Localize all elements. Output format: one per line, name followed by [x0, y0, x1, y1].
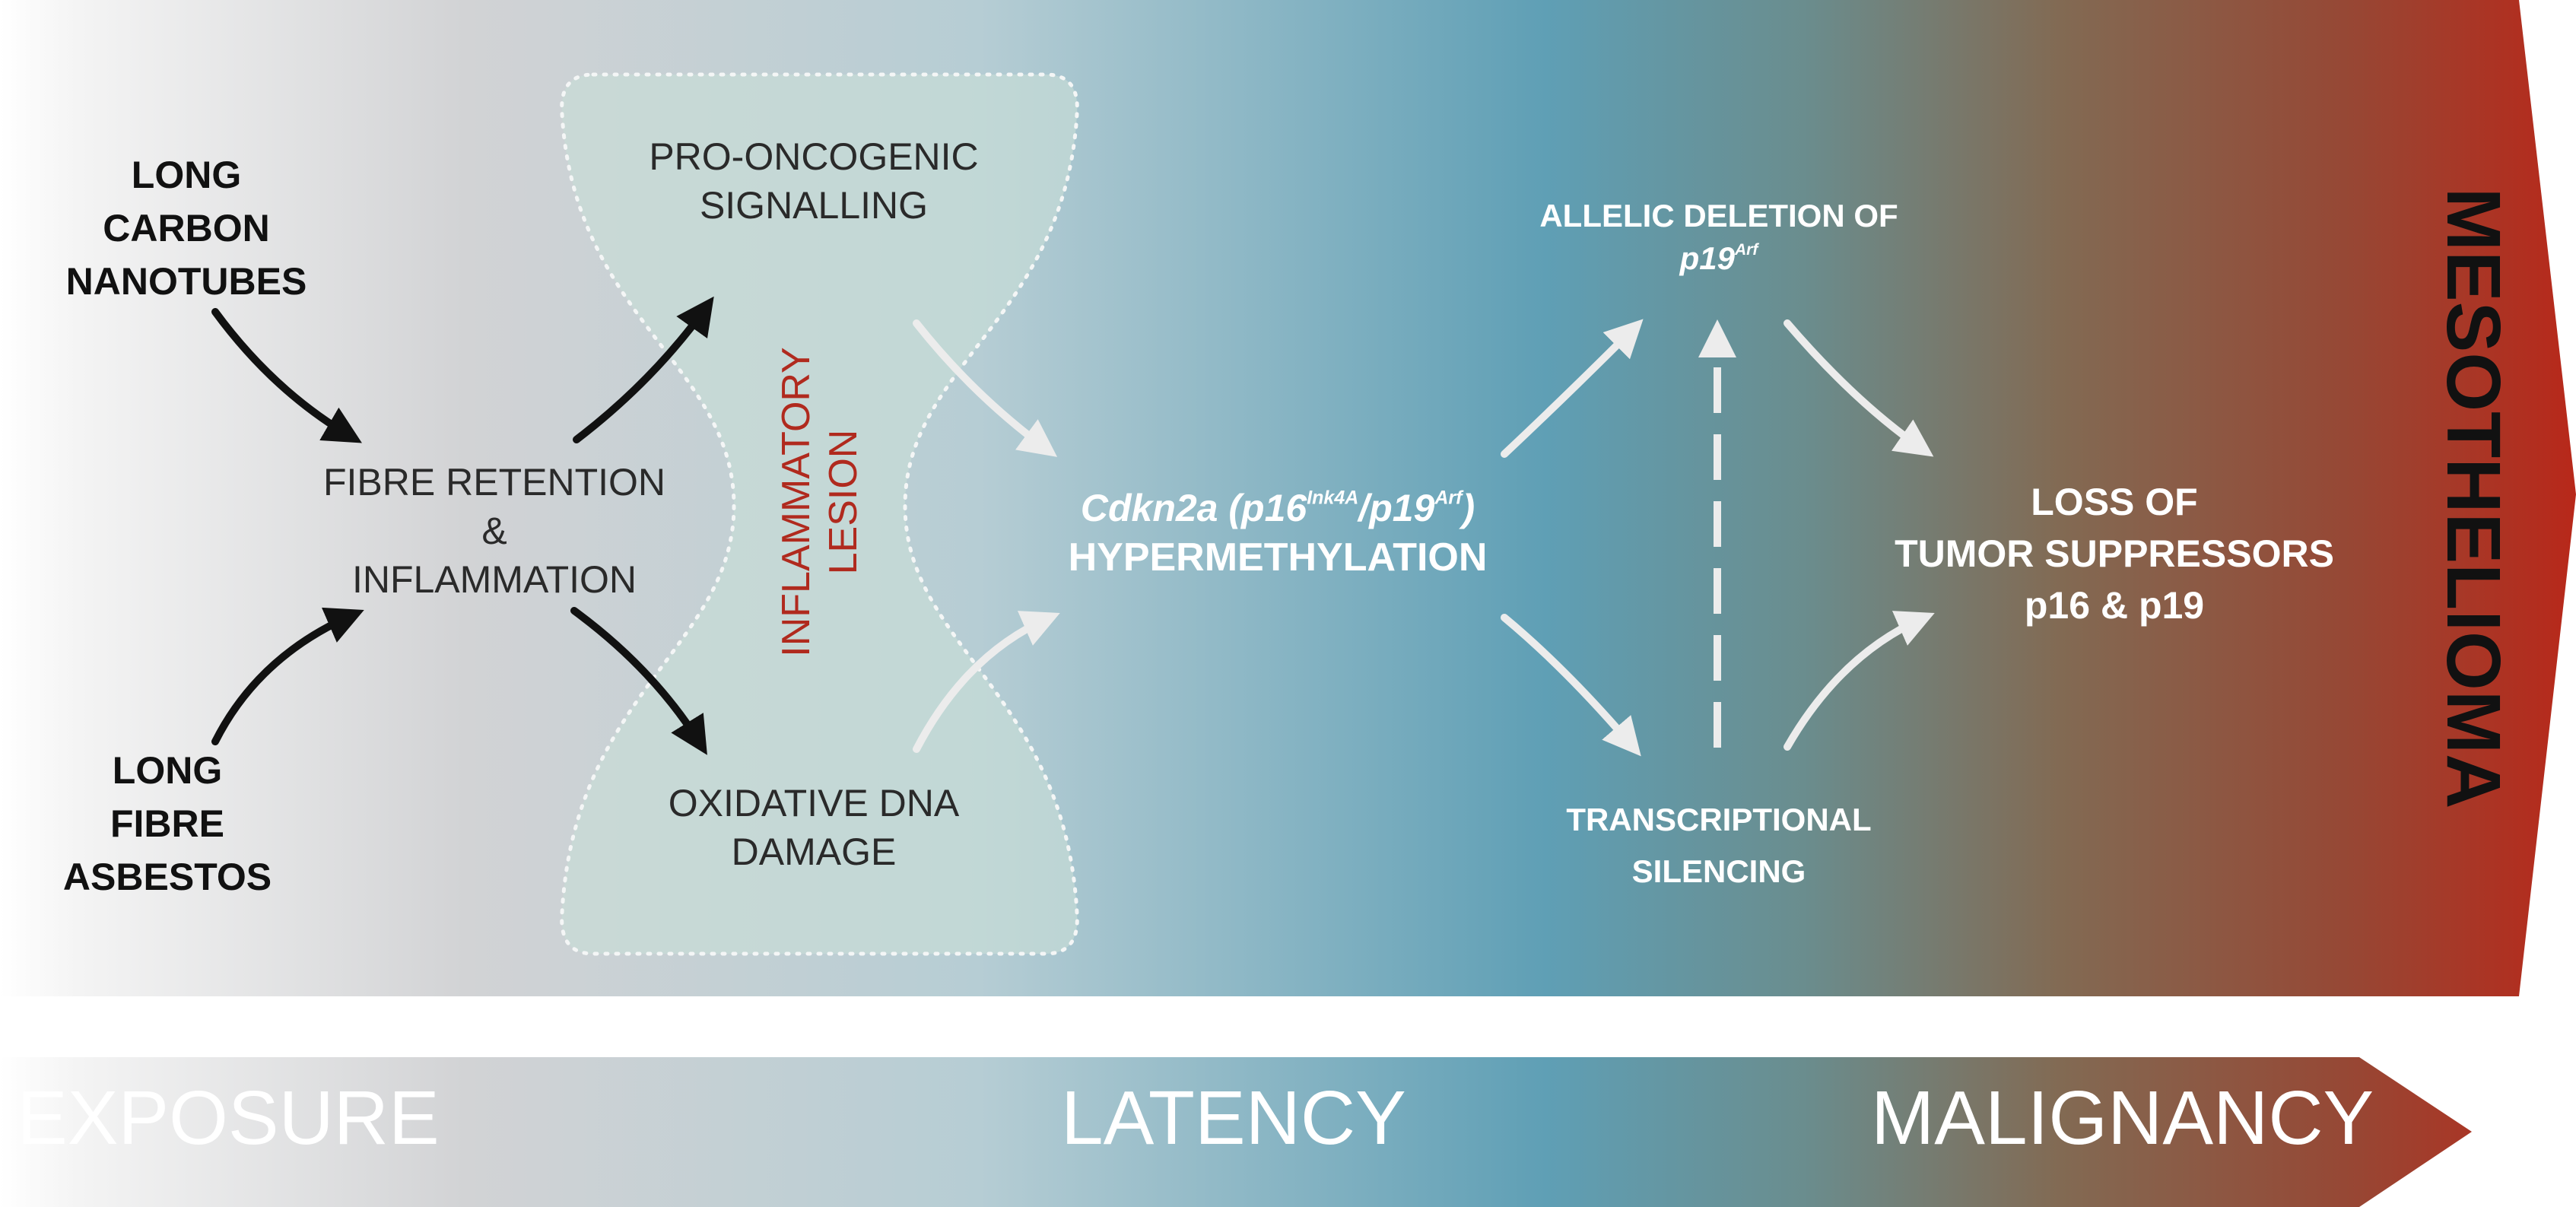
cnt-line-3: NANOTUBES: [65, 260, 307, 303]
arrow-cnt-to-retention: [211, 308, 362, 443]
exposure-long-carbon-nanotubes: LONG CARBON NANOTUBES: [30, 148, 342, 308]
ink4a-sup: Ink4A: [1307, 487, 1359, 509]
phase-exposure: EXPOSURE: [17, 1075, 440, 1161]
retention-line-1: FIBRE RETENTION: [322, 461, 666, 503]
phase-timeline-band: [0, 1057, 2472, 1207]
asbestos-line-1: LONG: [112, 749, 223, 792]
loss-line-2: TUMOR SUPPRESSORS: [1895, 532, 2334, 575]
arrow-hypermethylation-to-silencing: [1501, 614, 1641, 757]
deletion-gene-line: p19Arf: [1445, 237, 1993, 280]
allelic-deletion-p19arf: ALLELIC DELETION OF p19Arf: [1445, 195, 1993, 280]
asbestos-line-3: ASBESTOS: [62, 856, 272, 898]
deletion-line-1: ALLELIC DELETION OF: [1539, 198, 1898, 233]
phase-malignancy: MALIGNANCY: [1871, 1075, 2374, 1161]
signalling-line-1: PRO-ONCOGENIC: [649, 135, 979, 178]
exposure-long-fibre-asbestos: LONG FIBRE ASBESTOS: [23, 744, 312, 904]
lesion-label-line-2: LESION: [821, 429, 866, 575]
asbestos-line-2: FIBRE: [110, 802, 224, 845]
loss-line-1: LOSS OF: [2031, 481, 2198, 523]
hypermethylation-label: HYPERMETHYLATION: [1068, 535, 1488, 580]
retention-line-2: &: [481, 510, 507, 552]
arrow-hypermethylation-to-deletion: [1501, 319, 1644, 458]
fibre-retention-inflammation: FIBRE RETENTION & INFLAMMATION: [312, 458, 677, 604]
arrow-signalling-to-hypermethylation: [913, 319, 1058, 457]
lesion-label-line-1: INFLAMMATORY: [774, 347, 818, 657]
arrow-deletion-to-loss: [1784, 319, 1934, 457]
cdkn2a-gene: Cdkn2a: [1080, 487, 1218, 529]
loss-of-tumor-suppressors: LOSS OF TUMOR SUPPRESSORS p16 & p19: [1810, 476, 2419, 631]
retention-line-3: INFLAMMATION: [351, 558, 637, 601]
p19-gene: p19: [1679, 240, 1736, 276]
close-paren: ): [1462, 487, 1475, 529]
silencing-line-2: SILENCING: [1631, 853, 1806, 889]
pro-oncogenic-signalling: PRO-ONCOGENIC SIGNALLING: [624, 132, 1004, 230]
inflammatory-lesion-label: INFLAMMATORY LESION: [773, 347, 867, 656]
cnt-line-2: CARBON: [103, 207, 270, 249]
arrow-asbestos-to-retention: [211, 607, 364, 745]
dna-damage-line-1: OXIDATIVE DNA: [668, 782, 960, 824]
oxidative-dna-damage: OXIDATIVE DNA DAMAGE: [624, 779, 1004, 876]
phase-latency: LATENCY: [1061, 1075, 1406, 1161]
silencing-line-1: TRANSCRIPTIONAL: [1566, 802, 1872, 837]
dna-damage-line-2: DAMAGE: [731, 831, 897, 873]
arrow-silencing-to-loss: [1784, 611, 1935, 751]
signalling-line-2: SIGNALLING: [699, 184, 929, 227]
p16-open: (p16: [1228, 487, 1307, 529]
p19-mid: /p19: [1358, 487, 1435, 529]
mesothelioma-label: MESOTHELIOMA: [2431, 187, 2516, 809]
deletion-arf-sup: Arf: [1735, 241, 1758, 259]
cnt-line-1: LONG: [131, 154, 242, 196]
cdkn2a-hypermethylation: Cdkn2a (p16Ink4A/p19Arf) HYPERMETHYLATIO…: [981, 484, 1574, 583]
loss-line-3: p16 & p19: [2024, 584, 2205, 627]
transcriptional-silencing: TRANSCRIPTIONAL SILENCING: [1445, 794, 1993, 897]
cdkn2a-gene-line: Cdkn2a (p16Ink4A/p19Arf): [981, 484, 1574, 532]
arrow-retention-to-dna-damage: [570, 607, 707, 755]
arrow-retention-to-signalling: [573, 296, 714, 443]
arrow-dna-damage-to-hypermethylation: [913, 611, 1060, 753]
arf-sup: Arf: [1434, 487, 1463, 509]
